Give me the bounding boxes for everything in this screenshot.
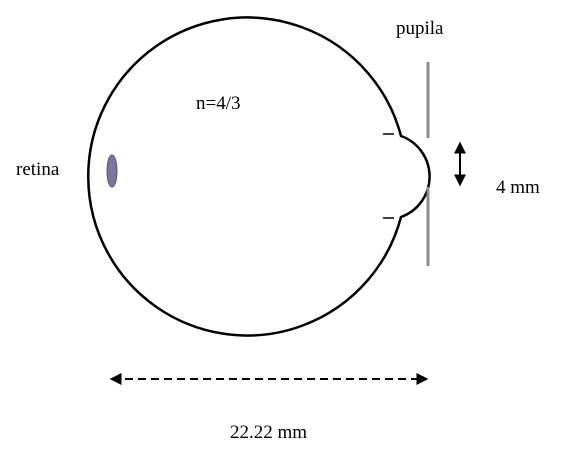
eyeball-outline [86,16,431,337]
eye-length-label: 22.22 mm [230,422,308,443]
pupil-label: pupila [396,18,444,39]
refractive-index-label: n=4/3 [196,93,241,114]
retina-spot [106,154,118,188]
retina-label: retina [16,159,60,180]
pupil-width-label: 4 mm [496,177,540,198]
